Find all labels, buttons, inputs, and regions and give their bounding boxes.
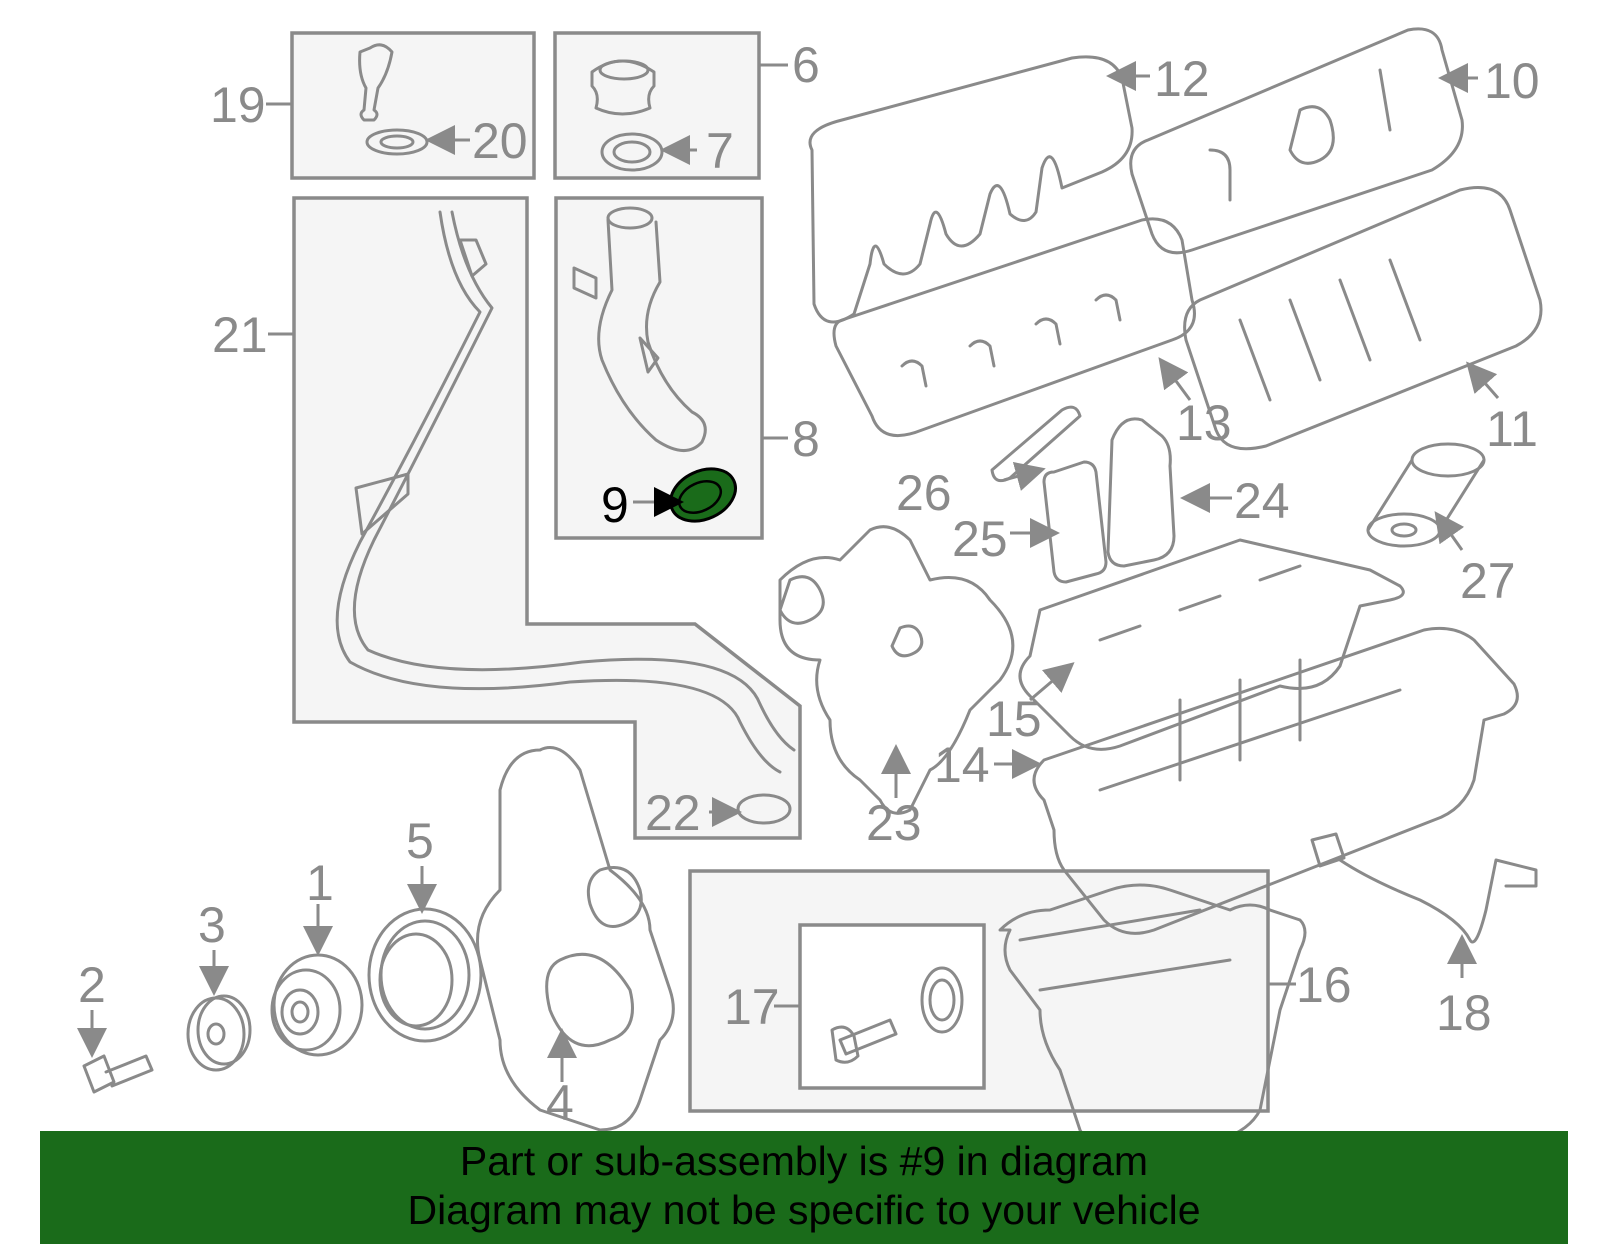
callout-15: 15 (986, 691, 1042, 747)
oil-filler-tube-part (572, 206, 707, 452)
oil-cap-part (590, 59, 664, 172)
group-box-21 (292, 196, 802, 840)
oil-baffle-part (1018, 538, 1405, 751)
cover-24-part (1106, 417, 1176, 568)
callout-18: 18 (1436, 985, 1492, 1041)
callout-26: 26 (896, 465, 952, 521)
intake-manifold-part (1129, 27, 1464, 255)
callout-24: 24 (1234, 473, 1290, 529)
callout-12: 12 (1154, 51, 1210, 107)
callout-23: 23 (866, 795, 922, 851)
front-cover-part (476, 746, 675, 1132)
oil-pump-housing-part (778, 525, 1015, 815)
oil-pan-lower-part (998, 883, 1307, 1152)
damper-part (367, 907, 483, 1043)
callout-7: 7 (706, 123, 734, 179)
callout-22: 22 (645, 785, 701, 841)
gasket-25-part (1042, 460, 1108, 584)
banner-line-disclaimer: Diagram may not be specific to your vehi… (407, 1187, 1201, 1233)
sensor-part (1310, 832, 1538, 944)
callout-5: 5 (406, 813, 434, 869)
callout-25: 25 (952, 511, 1008, 567)
callout-3: 3 (198, 897, 226, 953)
gasket-26-part (990, 405, 1082, 483)
group-box-17 (798, 923, 986, 1090)
part-info-banner: Part or sub-assembly is #9 in diagram Di… (40, 1131, 1568, 1244)
intake-gasket-part (808, 55, 1134, 324)
callout-8: 8 (792, 411, 820, 467)
callout-6: 6 (792, 37, 820, 93)
callout-4: 4 (546, 1075, 574, 1131)
callout-17: 17 (724, 979, 780, 1035)
lower-manifold-part (1183, 186, 1543, 451)
dipstick-tube-part (335, 210, 796, 774)
callout-14: 14 (934, 737, 990, 793)
bolt-part (82, 1054, 154, 1094)
group-box-6 (553, 31, 761, 180)
callout-2: 2 (78, 957, 106, 1013)
banner-line-part-number: Part or sub-assembly is #9 in diagram (459, 1138, 1149, 1184)
oil-filter-part (1366, 442, 1486, 548)
oil-pan-upper-part (1032, 626, 1519, 935)
callout-10: 10 (1484, 53, 1540, 109)
drain-plug-part (830, 966, 964, 1064)
callout-11: 11 (1486, 401, 1538, 457)
leader-lines (77, 61, 1500, 1082)
manifold-gasket-part (832, 217, 1196, 438)
callout-19: 19 (210, 77, 266, 133)
callout-20: 20 (472, 113, 528, 169)
callout-16: 16 (1296, 957, 1352, 1013)
pulley-part (270, 953, 364, 1057)
washer-part (186, 994, 252, 1072)
callout-21: 21 (212, 307, 268, 363)
callout-9-highlighted: 9 (601, 477, 629, 533)
callout-1: 1 (306, 855, 334, 911)
group-box-19 (290, 31, 536, 180)
callout-13: 13 (1176, 395, 1232, 451)
callout-27: 27 (1460, 553, 1516, 609)
